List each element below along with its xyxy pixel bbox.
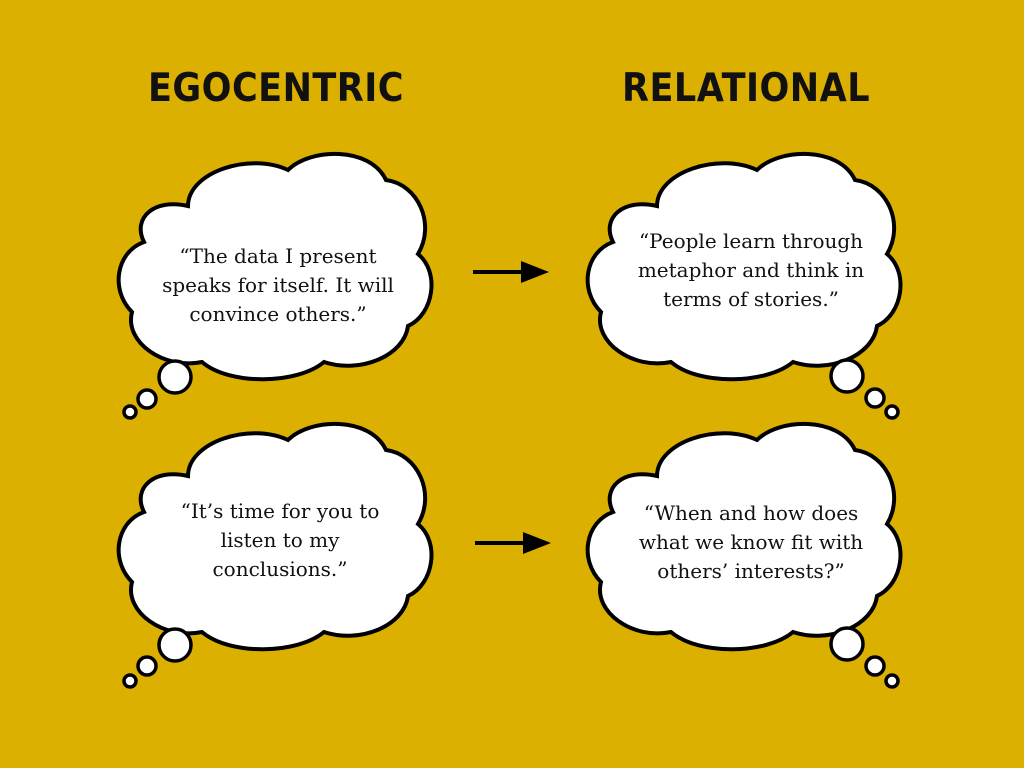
thought-text: “It’s time for you to listen to my concl… (180, 498, 380, 581)
right-arrow-icon (475, 532, 551, 554)
thought-text: “The data I present speaks for itself. I… (162, 243, 394, 326)
relational-heading: RELATIONAL (621, 66, 871, 111)
thought-text: “When and how does what we know fit with… (638, 500, 864, 583)
egocentric-heading: EGOCENTRIC (147, 66, 405, 111)
thought-bubble-icon (116, 422, 434, 689)
egocentric-thought-bottom: “It’s time for you to listen to my concl… (116, 420, 438, 720)
right-arrow-icon (473, 261, 549, 283)
relational-thought-top: “People learn through metaphor and think… (585, 150, 907, 450)
thought-bubble-icon (585, 152, 903, 420)
thought-bubble-icon (585, 422, 903, 689)
thought-text: “People learn through metaphor and think… (637, 228, 865, 311)
relational-thought-bottom: “When and how does what we know fit with… (585, 420, 907, 720)
thought-bubble-icon (116, 152, 434, 420)
egocentric-thought-top: “The data I present speaks for itself. I… (116, 150, 438, 450)
